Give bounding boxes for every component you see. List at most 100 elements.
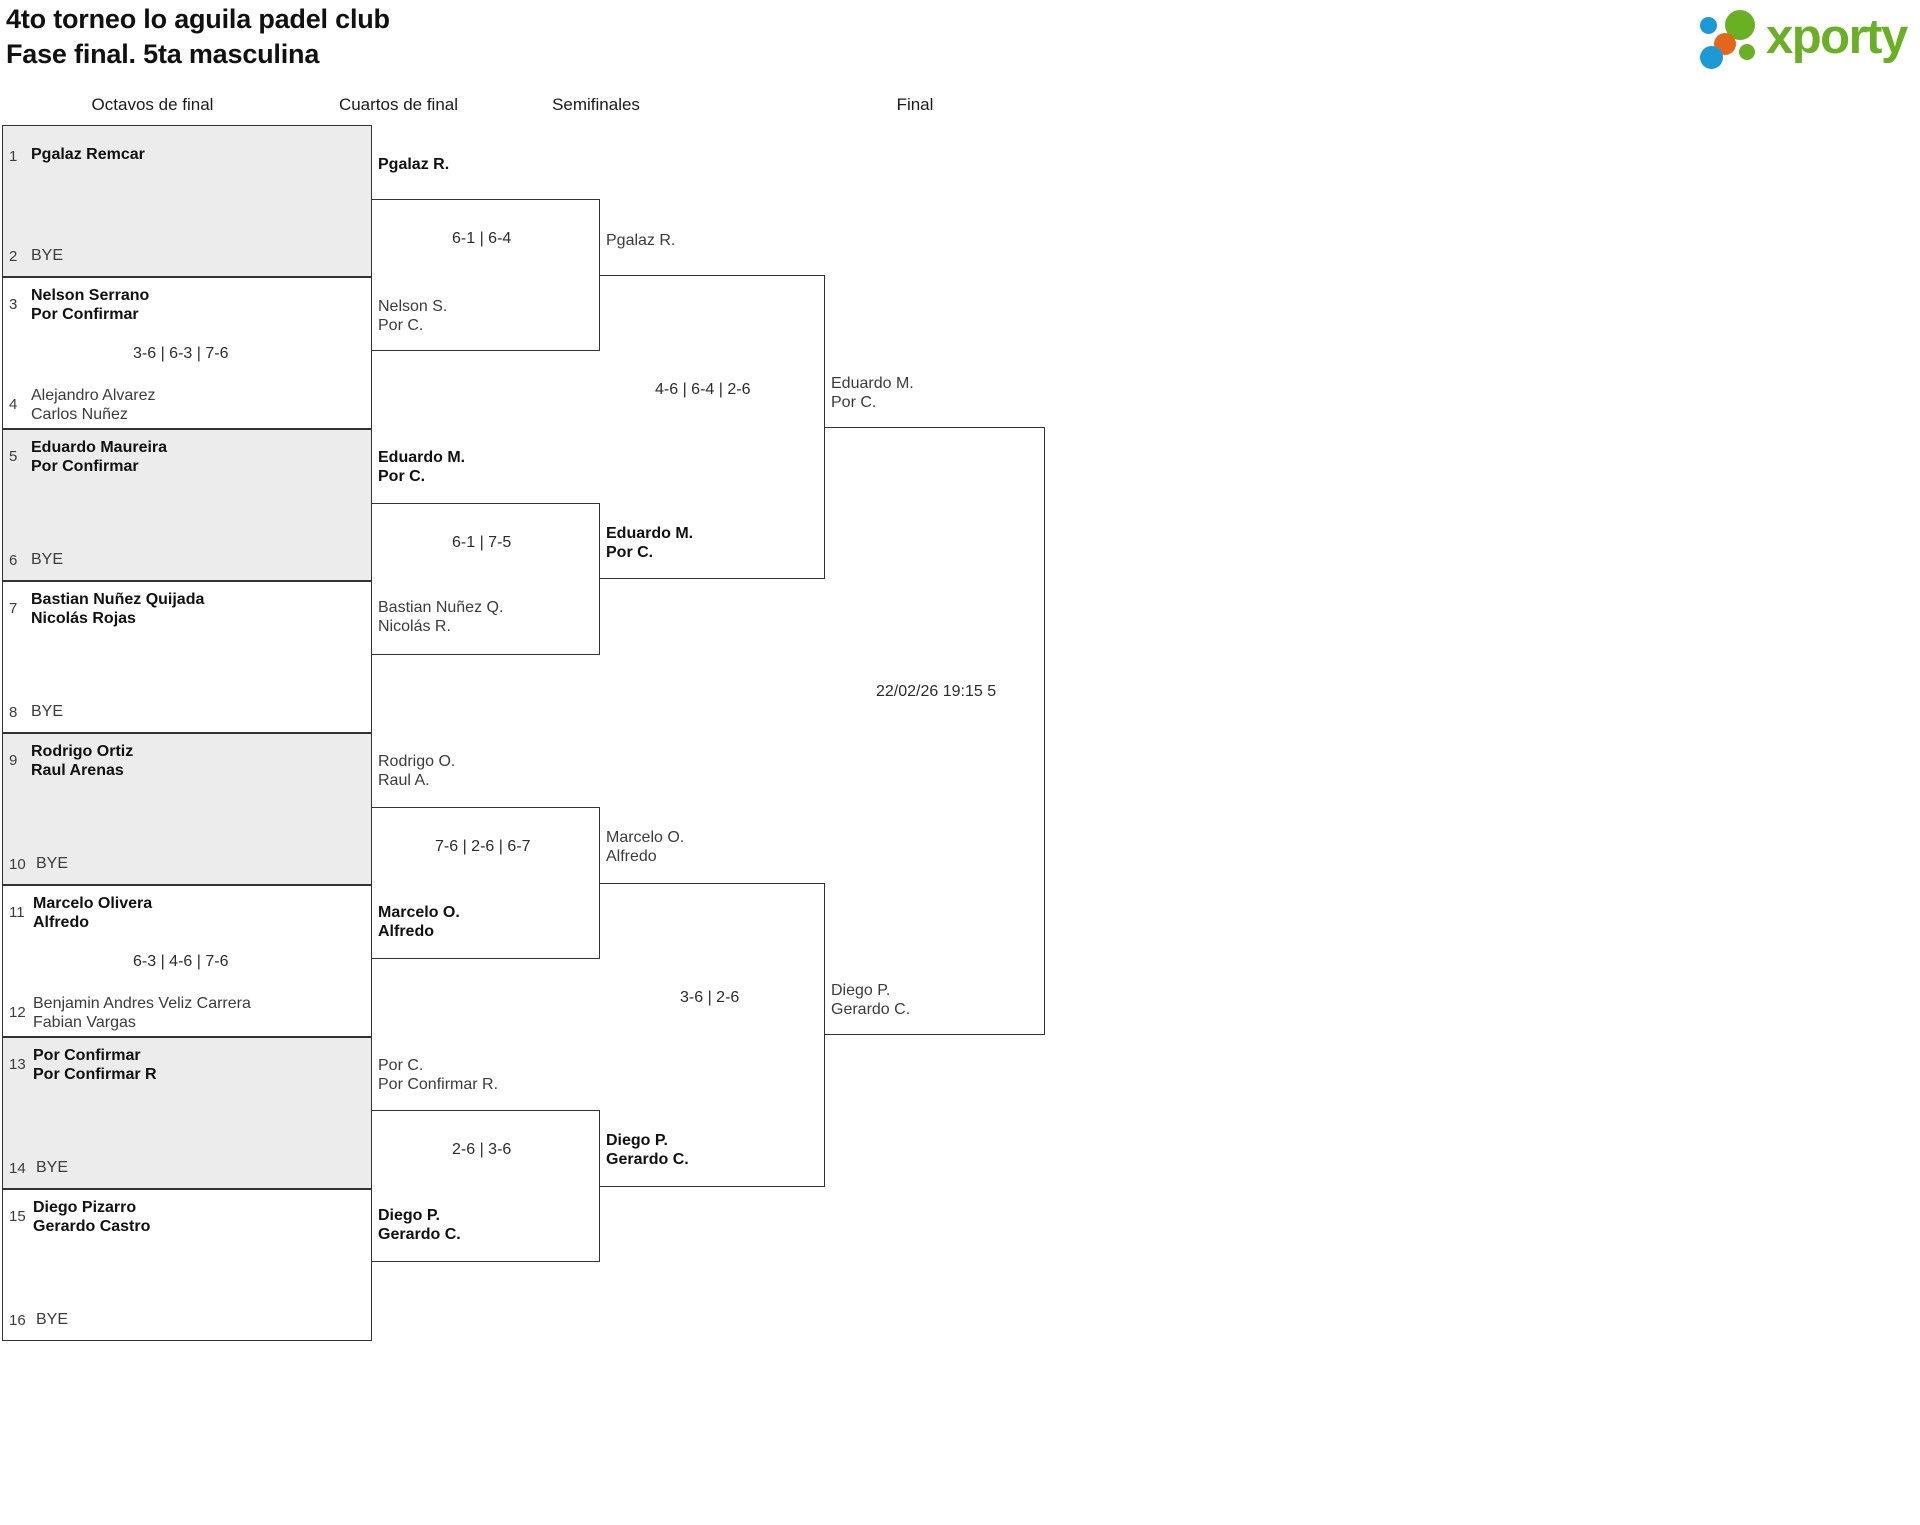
r2-match-4-bottom-team: Gerardo C.	[378, 1226, 461, 1243]
round-label-final: Final	[896, 95, 934, 114]
r2-match-1-bottom-team: Por C.	[378, 317, 424, 334]
r3-match-2-bottom-team: Gerardo C.	[606, 1151, 689, 1168]
r3-match-2-bracket[interactable]	[600, 883, 825, 1187]
team-name: Eduardo Maureira	[31, 439, 168, 456]
r3-match-1-bracket[interactable]	[600, 275, 825, 579]
round-label-cuartos: Cuartos de final	[338, 95, 459, 114]
seed-number: 2	[9, 248, 18, 265]
team-name: Pgalaz Remcar	[31, 146, 145, 163]
r2-match-2-score: 6-1 | 7-5	[452, 534, 512, 551]
team-name: Fabian Vargas	[33, 1014, 136, 1031]
r4-match-1-top-team: Por C.	[831, 394, 877, 411]
logo-dot-green-small	[1739, 44, 1755, 60]
r2-match-2-bracket[interactable]	[372, 503, 600, 655]
seed-number: 11	[9, 904, 25, 921]
tournament-phase: Fase final. 5ta masculina	[6, 39, 320, 70]
r1-match-7[interactable]: 13 Por Confirmar Por Confirmar R 14 BYE	[2, 1037, 372, 1189]
r1-match-5[interactable]: 9 Rodrigo Ortiz Raul Arenas 10 BYE	[2, 733, 372, 885]
r3-match-1-top-team: Pgalaz R.	[606, 232, 676, 249]
r2-match-2-bottom-team: Bastian Nuñez Q.	[378, 599, 504, 616]
seed-number: 13	[9, 1056, 26, 1073]
r3-match-2-top-team: Alfredo	[606, 848, 657, 865]
seed-number: 6	[9, 552, 18, 569]
r3-match-2-bottom-team: Diego P.	[606, 1132, 668, 1149]
team-name: BYE	[36, 1159, 69, 1176]
team-name: BYE	[36, 1311, 69, 1328]
team-name: BYE	[31, 551, 64, 568]
team-name: Por Confirmar	[31, 458, 139, 475]
team-name: Alejandro Alvarez	[31, 387, 156, 404]
round-label-semifinal: Semifinales	[552, 95, 640, 114]
seed-number: 8	[9, 704, 18, 721]
r1-match-2[interactable]: 3 Nelson Serrano Por Confirmar 3-6 | 6-3…	[2, 277, 372, 429]
seed-number: 3	[9, 296, 18, 313]
team-name: Nelson Serrano	[31, 287, 150, 304]
r4-match-1-bracket[interactable]	[825, 427, 1045, 1035]
seed-number: 14	[9, 1160, 26, 1177]
r4-match-1-schedule: 22/02/26 19:15 5	[876, 683, 997, 700]
team-name: Benjamin Andres Veliz Carrera	[33, 995, 251, 1012]
r3-match-2-top-team: Marcelo O.	[606, 829, 685, 846]
logo-wordmark: xporty	[1766, 10, 1908, 64]
team-name: Por Confirmar	[31, 306, 139, 323]
r4-match-1-bottom-team: Gerardo C.	[831, 1001, 911, 1018]
team-name: Por Confirmar R	[33, 1066, 157, 1083]
r4-match-1-bottom-team: Diego P.	[831, 982, 891, 999]
r3-match-1-bottom-team: Por C.	[606, 544, 654, 561]
team-name: Diego Pizarro	[33, 1199, 137, 1216]
r2-match-4-score: 2-6 | 3-6	[452, 1141, 512, 1158]
team-name: Marcelo Olivera	[33, 895, 153, 912]
tournament-name: 4to torneo lo aguila padel club	[6, 4, 390, 34]
seed-number: 1	[9, 148, 18, 165]
r2-match-3-bracket[interactable]	[372, 807, 600, 959]
team-name: Raul Arenas	[31, 762, 124, 779]
r1-match-4[interactable]: 7 Bastian Nuñez Quijada Nicolás Rojas 8 …	[2, 581, 372, 733]
r3-match-2-score: 3-6 | 2-6	[680, 989, 740, 1006]
team-name: Por Confirmar	[33, 1047, 141, 1064]
team-name: Gerardo Castro	[33, 1218, 151, 1235]
r3-match-1-bottom-team: Eduardo M.	[606, 525, 694, 542]
seed-number: 9	[9, 752, 18, 769]
round-label-octavos: Octavos de final	[91, 95, 214, 114]
r1-match-8[interactable]: 15 Diego Pizarro Gerardo Castro 16 BYE	[2, 1189, 372, 1341]
r2-match-2-bottom-team: Nicolás R.	[378, 618, 451, 635]
seed-number: 4	[9, 396, 18, 413]
r2-match-1-bracket[interactable]	[372, 199, 600, 351]
r2-match-2-top-team: Eduardo M.	[378, 449, 466, 466]
r2-match-1-score: 6-1 | 6-4	[452, 230, 512, 247]
match-score: 6-3 | 4-6 | 7-6	[133, 953, 229, 970]
r2-match-3-score: 7-6 | 2-6 | 6-7	[435, 838, 531, 855]
team-name: Carlos Nuñez	[31, 406, 128, 423]
logo-dots-icon	[1700, 8, 1768, 69]
match-score: 3-6 | 6-3 | 7-6	[133, 345, 229, 362]
r2-match-3-bottom-team: Alfredo	[378, 923, 434, 940]
seed-number: 7	[9, 600, 18, 617]
r2-match-4-bottom-team: Diego P.	[378, 1207, 440, 1224]
r2-match-1-bottom-team: Nelson S.	[378, 298, 448, 315]
r2-match-4-top-team: Por C.	[378, 1057, 424, 1074]
r2-match-3-top-team: Raul A.	[378, 772, 430, 789]
team-name: Rodrigo Ortiz	[31, 743, 134, 760]
seed-number: 12	[9, 1004, 26, 1021]
r2-match-2-top-team: Por C.	[378, 468, 426, 485]
r2-match-1-top-team: Pgalaz R.	[378, 156, 450, 173]
seed-number: 15	[9, 1208, 26, 1225]
team-name: BYE	[31, 703, 64, 720]
r1-match-1[interactable]: 1 Pgalaz Remcar 2 BYE	[2, 125, 372, 277]
r1-match-3[interactable]: 5 Eduardo Maureira Por Confirmar 6 BYE	[2, 429, 372, 581]
r1-match-6[interactable]: 11 Marcelo Olivera Alfredo 6-3 | 4-6 | 7…	[2, 885, 372, 1037]
team-name: Alfredo	[33, 914, 89, 931]
logo-dot-blue-large	[1700, 46, 1723, 69]
team-name: BYE	[31, 247, 64, 264]
r2-match-3-top-team: Rodrigo O.	[378, 753, 456, 770]
r2-match-3-bottom-team: Marcelo O.	[378, 904, 460, 921]
r2-match-4-top-team: Por Confirmar R.	[378, 1076, 499, 1093]
r2-match-4-bracket[interactable]	[372, 1110, 600, 1262]
seed-number: 16	[9, 1312, 26, 1329]
team-name: Nicolás Rojas	[31, 610, 136, 627]
logo-dot-blue-small	[1700, 17, 1717, 34]
r3-match-1-score: 4-6 | 6-4 | 2-6	[655, 381, 751, 398]
team-name: BYE	[36, 855, 69, 872]
